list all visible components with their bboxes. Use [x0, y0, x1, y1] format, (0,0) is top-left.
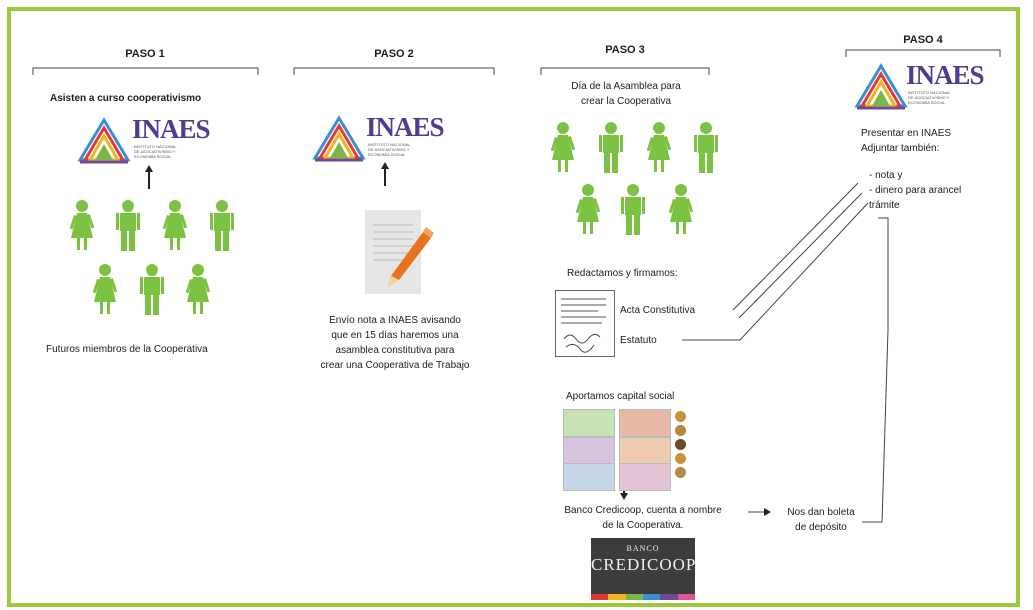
- person-man-icon: [599, 122, 623, 173]
- arrowhead-up-icon-step2: [381, 162, 389, 169]
- arrowhead-down-icon-step3: [620, 493, 628, 500]
- inaes-logo-mark-step1: [78, 118, 130, 164]
- letter-with-pen-icon: [365, 210, 434, 294]
- step1-heading: Asisten a curso cooperativismo: [50, 93, 202, 104]
- step3-heading: Día de la Asamblea para crear la Coopera…: [571, 81, 681, 107]
- step3-bracket: [540, 67, 710, 75]
- arrowhead-up-icon-step1: [145, 165, 153, 172]
- acta-label: Acta Constitutiva: [620, 305, 696, 316]
- inaes-logo-mark-step4: [855, 64, 907, 110]
- acta-to-step4-line: [732, 182, 859, 311]
- coin-icon: [675, 467, 686, 478]
- step4-present: Presentar en INAES Adjuntar también:: [861, 128, 952, 154]
- person-man-icon: [116, 200, 140, 251]
- people-group-step1: [69, 200, 234, 315]
- bank-logo-big: CREDICOOP: [591, 555, 697, 574]
- person-man-icon: [210, 200, 234, 251]
- banknote-icon: [563, 463, 615, 491]
- step2-caption: Envío nota a INAES avisando que en 15 dí…: [320, 315, 470, 371]
- person-woman-icon: [162, 200, 188, 250]
- step4-item: - nota y: [869, 170, 903, 181]
- inaes-logo-text: INAES: [132, 114, 211, 144]
- arrowhead-right-icon-boleta: [764, 508, 771, 516]
- person-man-icon: [694, 122, 718, 173]
- step4-items: - nota y - dinero para arancel trámite: [869, 168, 961, 213]
- coin-icon: [675, 411, 686, 422]
- step2-bracket: [293, 67, 495, 75]
- step4-title: PASO 4: [903, 34, 943, 46]
- estatuto-label: Estatuto: [620, 335, 657, 346]
- acta-to-step4-line-2: [738, 192, 863, 319]
- person-woman-icon: [550, 122, 576, 172]
- inaes-logo-text: INAES: [906, 60, 985, 90]
- banknote-icon: [563, 409, 615, 437]
- inaes-logo-text: INAES: [366, 112, 445, 142]
- step3-banco: Banco Credicoop, cuenta a nombre de la C…: [564, 505, 722, 531]
- banknote-icon: [563, 437, 615, 465]
- step4-item: - dinero para arancel: [869, 185, 962, 196]
- step1-title: PASO 1: [125, 48, 165, 60]
- banknote-icon: [619, 409, 671, 437]
- banknotes-illustration: [563, 407, 688, 491]
- step3-redact: Redactamos y firmamos:: [567, 268, 678, 279]
- boleta-text: Nos dan boleta de depósito: [787, 507, 855, 533]
- diagram-frame: [7, 7, 1020, 607]
- people-group-step3: [550, 122, 718, 235]
- deposit-to-step4-line: [862, 217, 889, 523]
- person-man-icon: [140, 264, 164, 315]
- bank-logo-small: BANCO: [626, 544, 660, 553]
- person-woman-icon: [668, 184, 694, 234]
- bank-logo-stripe: [591, 594, 695, 600]
- person-woman-icon: [185, 264, 211, 314]
- estatuto-to-step4-line: [682, 202, 869, 341]
- inaes-logo-mark-step2: [313, 116, 365, 162]
- coin-icon: [675, 425, 686, 436]
- step1-bracket: [32, 67, 259, 75]
- coin-icon: [675, 439, 686, 450]
- banknote-icon: [619, 463, 671, 491]
- signed-document-icon: [555, 290, 615, 357]
- arrow-up-icon-step2: [384, 168, 386, 186]
- step2-title: PASO 2: [374, 48, 414, 60]
- person-woman-icon: [575, 184, 601, 234]
- arrow-down-icon-step3: [623, 487, 625, 496]
- arrow-up-icon-step1: [148, 171, 150, 189]
- step4-bracket: [845, 49, 1001, 57]
- person-man-icon: [621, 184, 645, 235]
- coin-icon: [675, 453, 686, 464]
- person-woman-icon: [69, 200, 95, 250]
- credicoop-logo: BANCO CREDICOOP: [591, 538, 695, 600]
- step3-capital: Aportamos capital social: [566, 391, 675, 402]
- person-woman-icon: [92, 264, 118, 314]
- banknote-icon: [619, 437, 671, 465]
- person-woman-icon: [646, 122, 672, 172]
- step4-item: trámite: [869, 200, 900, 211]
- step3-title: PASO 3: [605, 44, 645, 56]
- step1-caption: Futuros miembros de la Cooperativa: [46, 344, 208, 355]
